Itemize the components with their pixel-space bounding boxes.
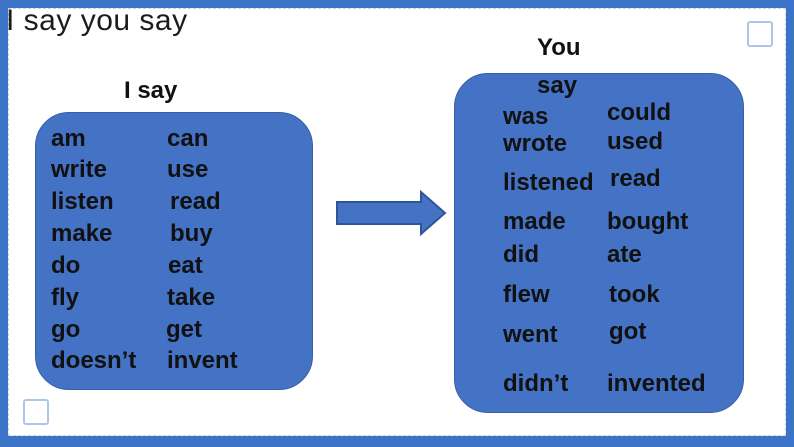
you-word: got: [609, 318, 647, 345]
you-word: did: [503, 241, 539, 268]
i-say-word: get: [166, 316, 202, 343]
slide-title: I say you say: [6, 4, 188, 37]
i-say-word: invent: [167, 347, 238, 374]
i-say-box: [35, 112, 313, 390]
you-box: [454, 73, 744, 413]
you-word: invented: [607, 370, 706, 397]
you-word: wrote: [503, 130, 568, 157]
you-word: bought: [607, 208, 689, 235]
you-word: say: [537, 72, 578, 99]
you-word: read: [610, 165, 661, 192]
i-say-word: make: [51, 220, 113, 247]
you-word: could: [607, 99, 671, 126]
i-say-word: buy: [170, 220, 213, 247]
you-word: took: [609, 281, 660, 308]
decorative-square-icon: [747, 21, 773, 47]
i-say-word: eat: [168, 252, 203, 279]
i-say-word: write: [51, 156, 108, 183]
you-word: ate: [607, 241, 642, 268]
i-say-word: go: [51, 316, 81, 343]
you-heading: You: [537, 34, 581, 61]
i-say-word: use: [167, 156, 209, 183]
you-word: didn’t: [503, 370, 569, 397]
i-say-heading: I say: [124, 77, 178, 104]
you-word: listened: [503, 169, 594, 196]
you-word: went: [503, 321, 558, 348]
you-word: flew: [503, 281, 550, 308]
i-say-word: doesn’t: [51, 347, 137, 374]
right-arrow-icon: [336, 190, 447, 236]
i-say-word: am: [51, 125, 86, 152]
i-say-word: fly: [51, 284, 80, 311]
i-say-word: read: [170, 188, 221, 215]
you-word: made: [503, 208, 566, 235]
decorative-square-icon: [23, 399, 49, 425]
i-say-word: listen: [51, 188, 114, 215]
i-say-word: take: [167, 284, 216, 311]
i-say-word: can: [167, 125, 209, 152]
you-word: used: [607, 128, 664, 155]
i-say-word: do: [51, 252, 81, 279]
you-word: was: [503, 103, 549, 130]
